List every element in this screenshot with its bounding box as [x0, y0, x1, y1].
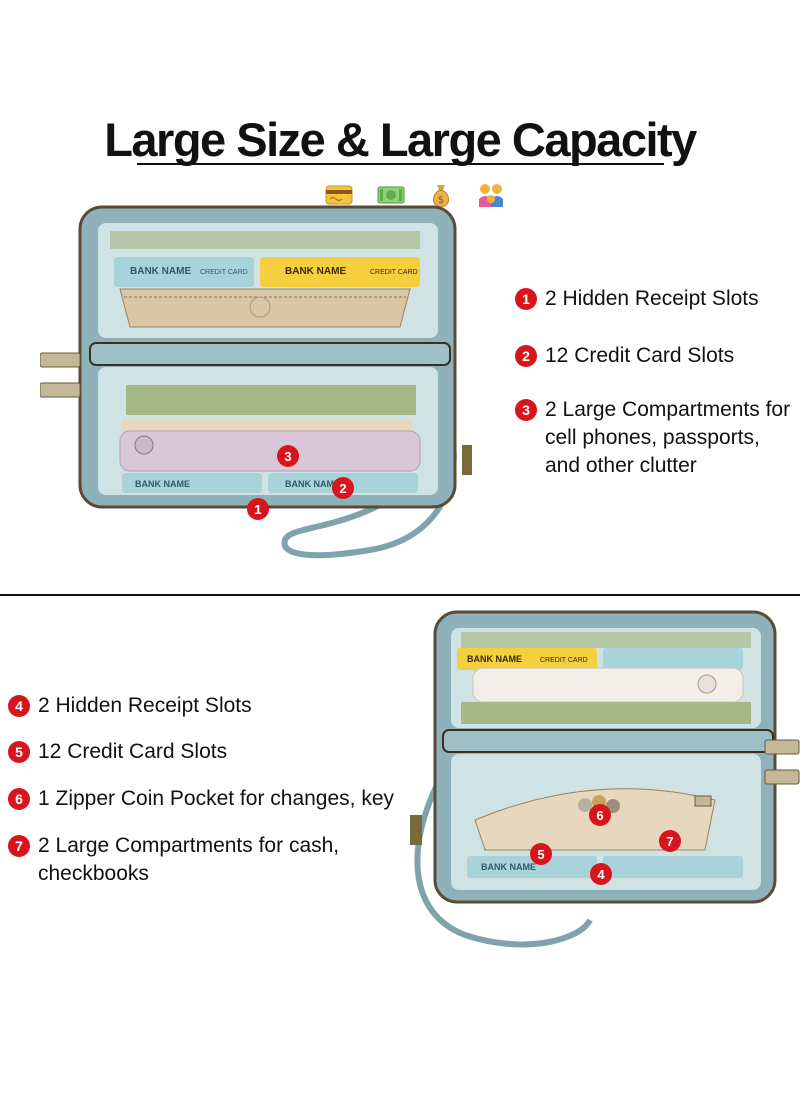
- svg-text:BANK NAME: BANK NAME: [481, 862, 536, 872]
- svg-text:$: $: [438, 195, 444, 206]
- feature-6-text: 1 Zipper Coin Pocket for changes, key: [38, 787, 395, 810]
- svg-text:CREDIT CARD: CREDIT CARD: [370, 269, 418, 276]
- feature-1: 1 2 Hidden Receipt Slots: [515, 285, 795, 313]
- section-divider: [0, 594, 800, 596]
- svg-text:2: 2: [339, 481, 346, 496]
- feature-7-text: 2 Large Compartments for cash, checkbook…: [38, 834, 340, 885]
- marker-3: 3: [277, 445, 299, 467]
- svg-text:6: 6: [596, 808, 603, 823]
- feature-6: 6 1 Zipper Coin Pocket for changes, key: [8, 785, 408, 813]
- feature-1-badge: 1: [515, 288, 537, 310]
- feature-4-badge: 4: [8, 695, 30, 717]
- svg-text:BANK NAME: BANK NAME: [135, 479, 190, 489]
- feature-2: 2 12 Credit Card Slots: [515, 342, 795, 370]
- svg-text:1: 1: [254, 502, 261, 517]
- feature-4-text: 2 Hidden Receipt Slots: [38, 694, 252, 717]
- svg-text:5: 5: [537, 847, 544, 862]
- dollar-bill-icon: [377, 186, 405, 204]
- credit-card-icon: [325, 185, 353, 205]
- emoji-row: $: [320, 180, 520, 210]
- svg-text:CREDIT CARD: CREDIT CARD: [200, 269, 248, 276]
- feature-5: 5 12 Credit Card Slots: [8, 738, 388, 766]
- svg-text:BANK NAME: BANK NAME: [285, 479, 340, 489]
- feature-2-badge: 2: [515, 345, 537, 367]
- feature-7: 7 2 Large Compartments for cash, checkbo…: [8, 832, 388, 888]
- marker-6: 6: [589, 804, 611, 826]
- svg-text:BANK NAME: BANK NAME: [285, 266, 346, 277]
- feature-4: 4 2 Hidden Receipt Slots: [8, 692, 388, 720]
- wallet-photo-top: BANK NAME CREDIT CARD BANK NAME CREDIT C…: [39, 205, 500, 585]
- title-underline: [137, 163, 664, 165]
- feature-1-text: 2 Hidden Receipt Slots: [545, 287, 759, 310]
- feature-3-badge: 3: [515, 399, 537, 421]
- feature-3: 3 2 Large Compartments for cell phones, …: [515, 396, 797, 480]
- marker-5: 5: [530, 843, 552, 865]
- svg-text:BANK NAME: BANK NAME: [467, 654, 522, 664]
- wrist-strap: [414, 768, 593, 948]
- card-label: BANK NAME: [130, 266, 191, 277]
- feature-3-text: 2 Large Compartments for cell phones, pa…: [545, 398, 791, 477]
- wallet-photo-bottom: BANK NAME CREDIT CARD BANK NAME 6 7: [405, 610, 800, 990]
- marker-4: 4: [590, 863, 612, 885]
- svg-text:4: 4: [597, 867, 605, 882]
- feature-7-badge: 7: [8, 835, 30, 857]
- feature-5-badge: 5: [8, 741, 30, 763]
- feature-6-badge: 6: [8, 788, 30, 810]
- svg-text:3: 3: [284, 449, 291, 464]
- page-title: Large Size & Large Capacity: [104, 113, 697, 166]
- svg-text:CREDIT CARD: CREDIT CARD: [540, 657, 588, 664]
- svg-text:7: 7: [666, 834, 673, 849]
- feature-5-text: 12 Credit Card Slots: [38, 740, 228, 763]
- marker-1: 1: [247, 498, 269, 520]
- marker-2: 2: [332, 477, 354, 499]
- feature-2-text: 12 Credit Card Slots: [545, 344, 735, 367]
- marker-7: 7: [659, 830, 681, 852]
- family-icon: [479, 184, 503, 207]
